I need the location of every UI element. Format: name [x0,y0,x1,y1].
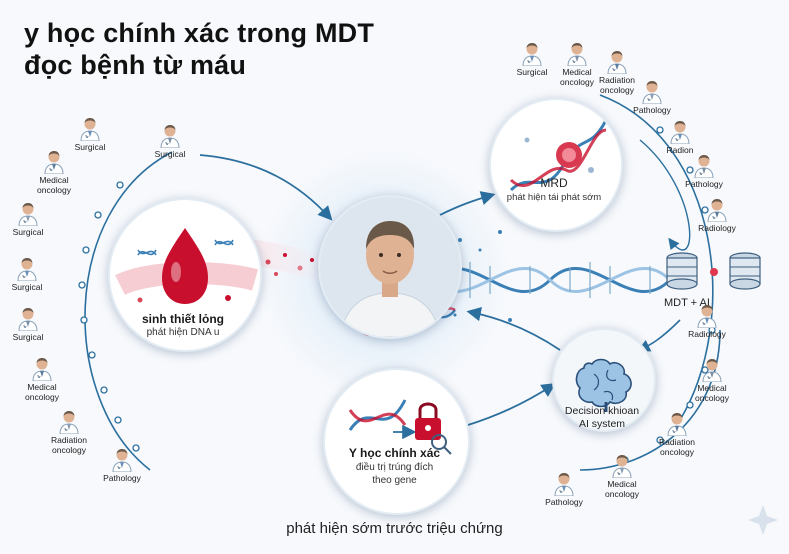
doctor-icon [37,408,101,434]
doctor-icon [680,356,744,382]
blood-drop-icon [115,228,259,304]
doctor-icon [0,305,60,331]
doctor-icon [675,302,739,328]
title-line-1: y học chính xác trong MDT [24,18,375,48]
specialist-left-specialists-7: Radiation oncology [37,408,101,455]
specialist-left-specialists-5: Surgical [0,305,60,342]
specialist-label: Radion [666,145,694,155]
decision-line-1: Decision khioan [564,405,640,417]
status-dot [710,268,718,276]
specialist-label: Surgical [12,332,44,342]
arrow-precision-to-decision [467,383,557,426]
doctor-icon [58,115,122,141]
specialist-right-specialists-2: Radiation oncology [645,410,709,457]
mdt-ai-label: MDT + AI [664,297,710,309]
patient-circle [318,195,462,339]
right-arc-outer [599,94,714,421]
specialist-left-specialists-8: Pathology [90,446,154,483]
doctor-icon [90,446,154,472]
doctor-icon [138,122,202,148]
specialist-label: Medical oncology [694,383,730,403]
doctor-icon [590,452,654,478]
specialist-label: Pathology [545,497,583,507]
specialist-label: Surgical [11,282,43,292]
mrd-title: MRD [540,176,568,190]
specialist-left-specialists-3: Surgical [0,200,60,237]
doctor-icon [0,200,60,226]
mrd-dna-icon [509,119,608,192]
specialist-top-right-specialists-2: Radiation oncology [585,48,649,95]
precision-icon [348,399,452,455]
specialist-label: Pathology [685,179,723,189]
specialist-left-specialists-6: Medical oncology [10,355,74,402]
right-arc-inner [639,139,691,251]
doctor-icon [500,40,564,66]
specialist-label: Medical oncology [604,479,640,499]
specialist-top-right-specialists-0: Surgical [500,40,564,77]
decision-line-2: AI system [578,418,626,430]
mrd-circle [489,98,623,232]
liquid-biopsy-subtitle: phát hiện DNA u [146,327,220,338]
precision-circle [323,368,470,515]
precision-title: Y học chính xác [348,446,441,460]
database-icon-1 [666,252,698,290]
doctor-icon [685,196,749,222]
specialist-label: Radiology [698,223,736,233]
sparkle-icon [748,505,778,535]
specialist-label: Medical oncology [24,382,60,402]
doctor-icon [22,148,86,174]
specialist-top-right-specialists-3: Pathology [620,78,684,115]
doctor-icon [545,40,609,66]
arrow-surgical-to-patient [199,154,333,221]
specialist-label: Medical oncology [36,175,72,195]
mrd-subtitle: phát hiện tái phát sớm [506,192,602,203]
specialist-label: Surgical [154,149,186,159]
arrow-patient-to-mrd [439,191,496,216]
specialist-right-specialists-3: Medical oncology [590,452,654,499]
specialist-label: Medical oncology [559,67,595,87]
doctor-icon [585,48,649,74]
liquid-biopsy-circle [108,198,262,352]
doctor-icon [620,78,684,104]
doctor-icon [10,355,74,381]
specialist-label: Radiation oncology [659,437,695,457]
specialist-top-right-specialists-1: Medical oncology [545,40,609,87]
arrow-decision-to-patient [466,307,561,351]
doctor-icon [532,470,596,496]
caption: phát hiện sớm trước triệu chứng [286,520,503,537]
doctor-icon [672,152,736,178]
specialist-top-right-specialists-6: Radiology [685,196,749,233]
title-line-2: đọc bệnh từ máu [24,50,247,80]
doctor-icon [648,118,712,144]
specialist-left-specialists-4: Surgical [0,255,59,292]
specialist-left-specialists-0: Surgical [58,115,122,152]
specialist-label: Radiation oncology [599,75,635,95]
specialist-right-specialists-4: Pathology [532,470,596,507]
doctor-icon [645,410,709,436]
precision-line-1: điều trị trúng đích [355,462,434,473]
liquid-biopsy-title: sinh thiết lỏng [142,312,224,326]
database-icon-2 [729,252,761,290]
doctor-icon [0,255,59,281]
specialist-top-right-specialists-4: Radion [648,118,712,155]
specialist-label: Surgical [516,67,548,77]
specialist-right-specialists-1: Medical oncology [680,356,744,403]
specialist-label: Surgical [12,227,44,237]
patient-avatar [320,197,460,337]
brain-icon [575,358,632,412]
decision-circle [552,328,656,432]
specialist-label: Radiation oncology [51,435,87,455]
arrow-mdt-to-decision [637,319,681,352]
specialist-label: Surgical [74,142,106,152]
specialist-left-specialists-1: Surgical [138,122,202,159]
left-arc [84,151,173,471]
specialist-label: Pathology [633,105,671,115]
specialist-top-right-specialists-5: Pathology [672,152,736,189]
specialist-right-specialists-0: Radiology [675,302,739,339]
left-arc-nodes [78,181,140,452]
specialist-label: Radiology [688,329,726,339]
specialist-left-specialists-2: Medical oncology [22,148,86,195]
precision-line-2: theo gene [372,475,417,486]
specialist-label: Pathology [103,473,141,483]
